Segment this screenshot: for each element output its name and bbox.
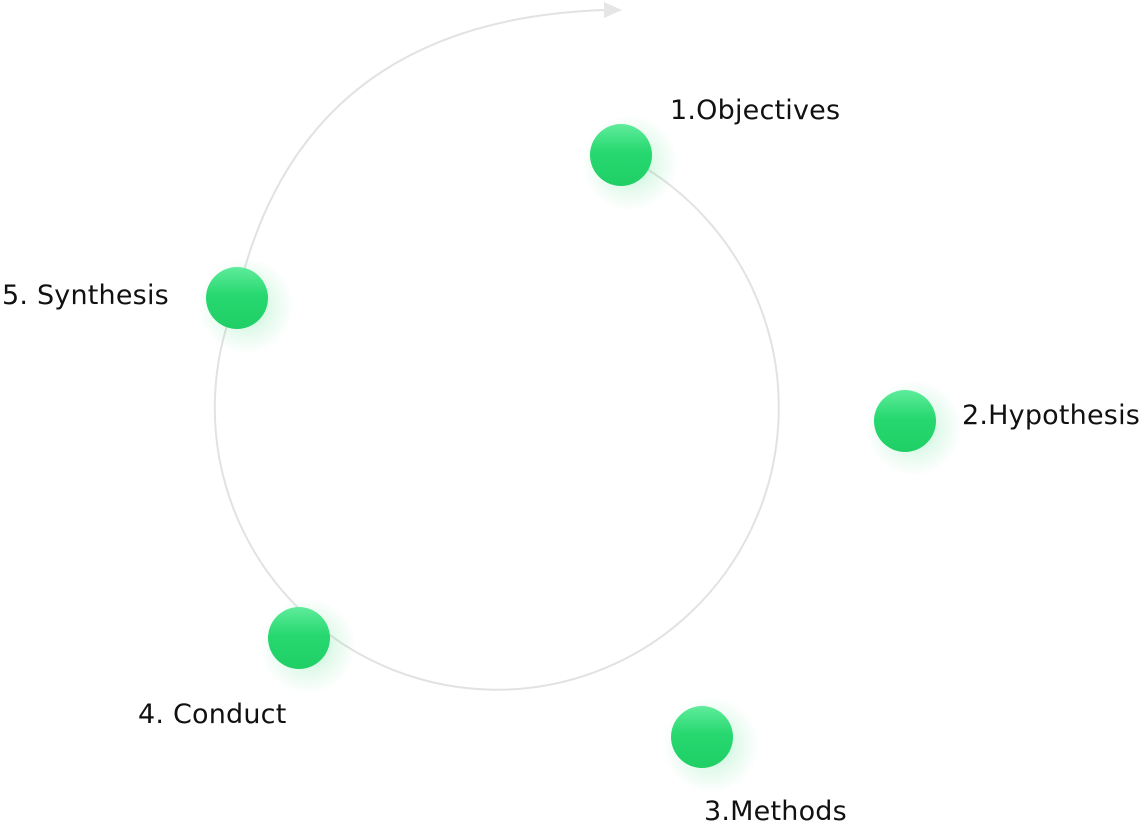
- node-conduct: [260, 598, 356, 694]
- step-label-methods: 3.Methods: [704, 796, 847, 827]
- node-hypothesis: [866, 380, 962, 476]
- step-label-hypothesis: 2.Hypothesis: [962, 400, 1141, 431]
- step-label-objectives: 1.Objectives: [670, 95, 841, 126]
- cycle-ring: [213, 154, 780, 691]
- step-label-conduct: 4. Conduct: [138, 699, 287, 730]
- node-synthesis: [198, 258, 294, 354]
- step-label-synthesis: 5. Synthesis: [2, 280, 169, 311]
- node-methods: [663, 697, 759, 793]
- node-objectives: [582, 115, 678, 211]
- cycle-arrow-arc: [236, 9, 606, 299]
- arrowhead-icon: [604, 2, 622, 18]
